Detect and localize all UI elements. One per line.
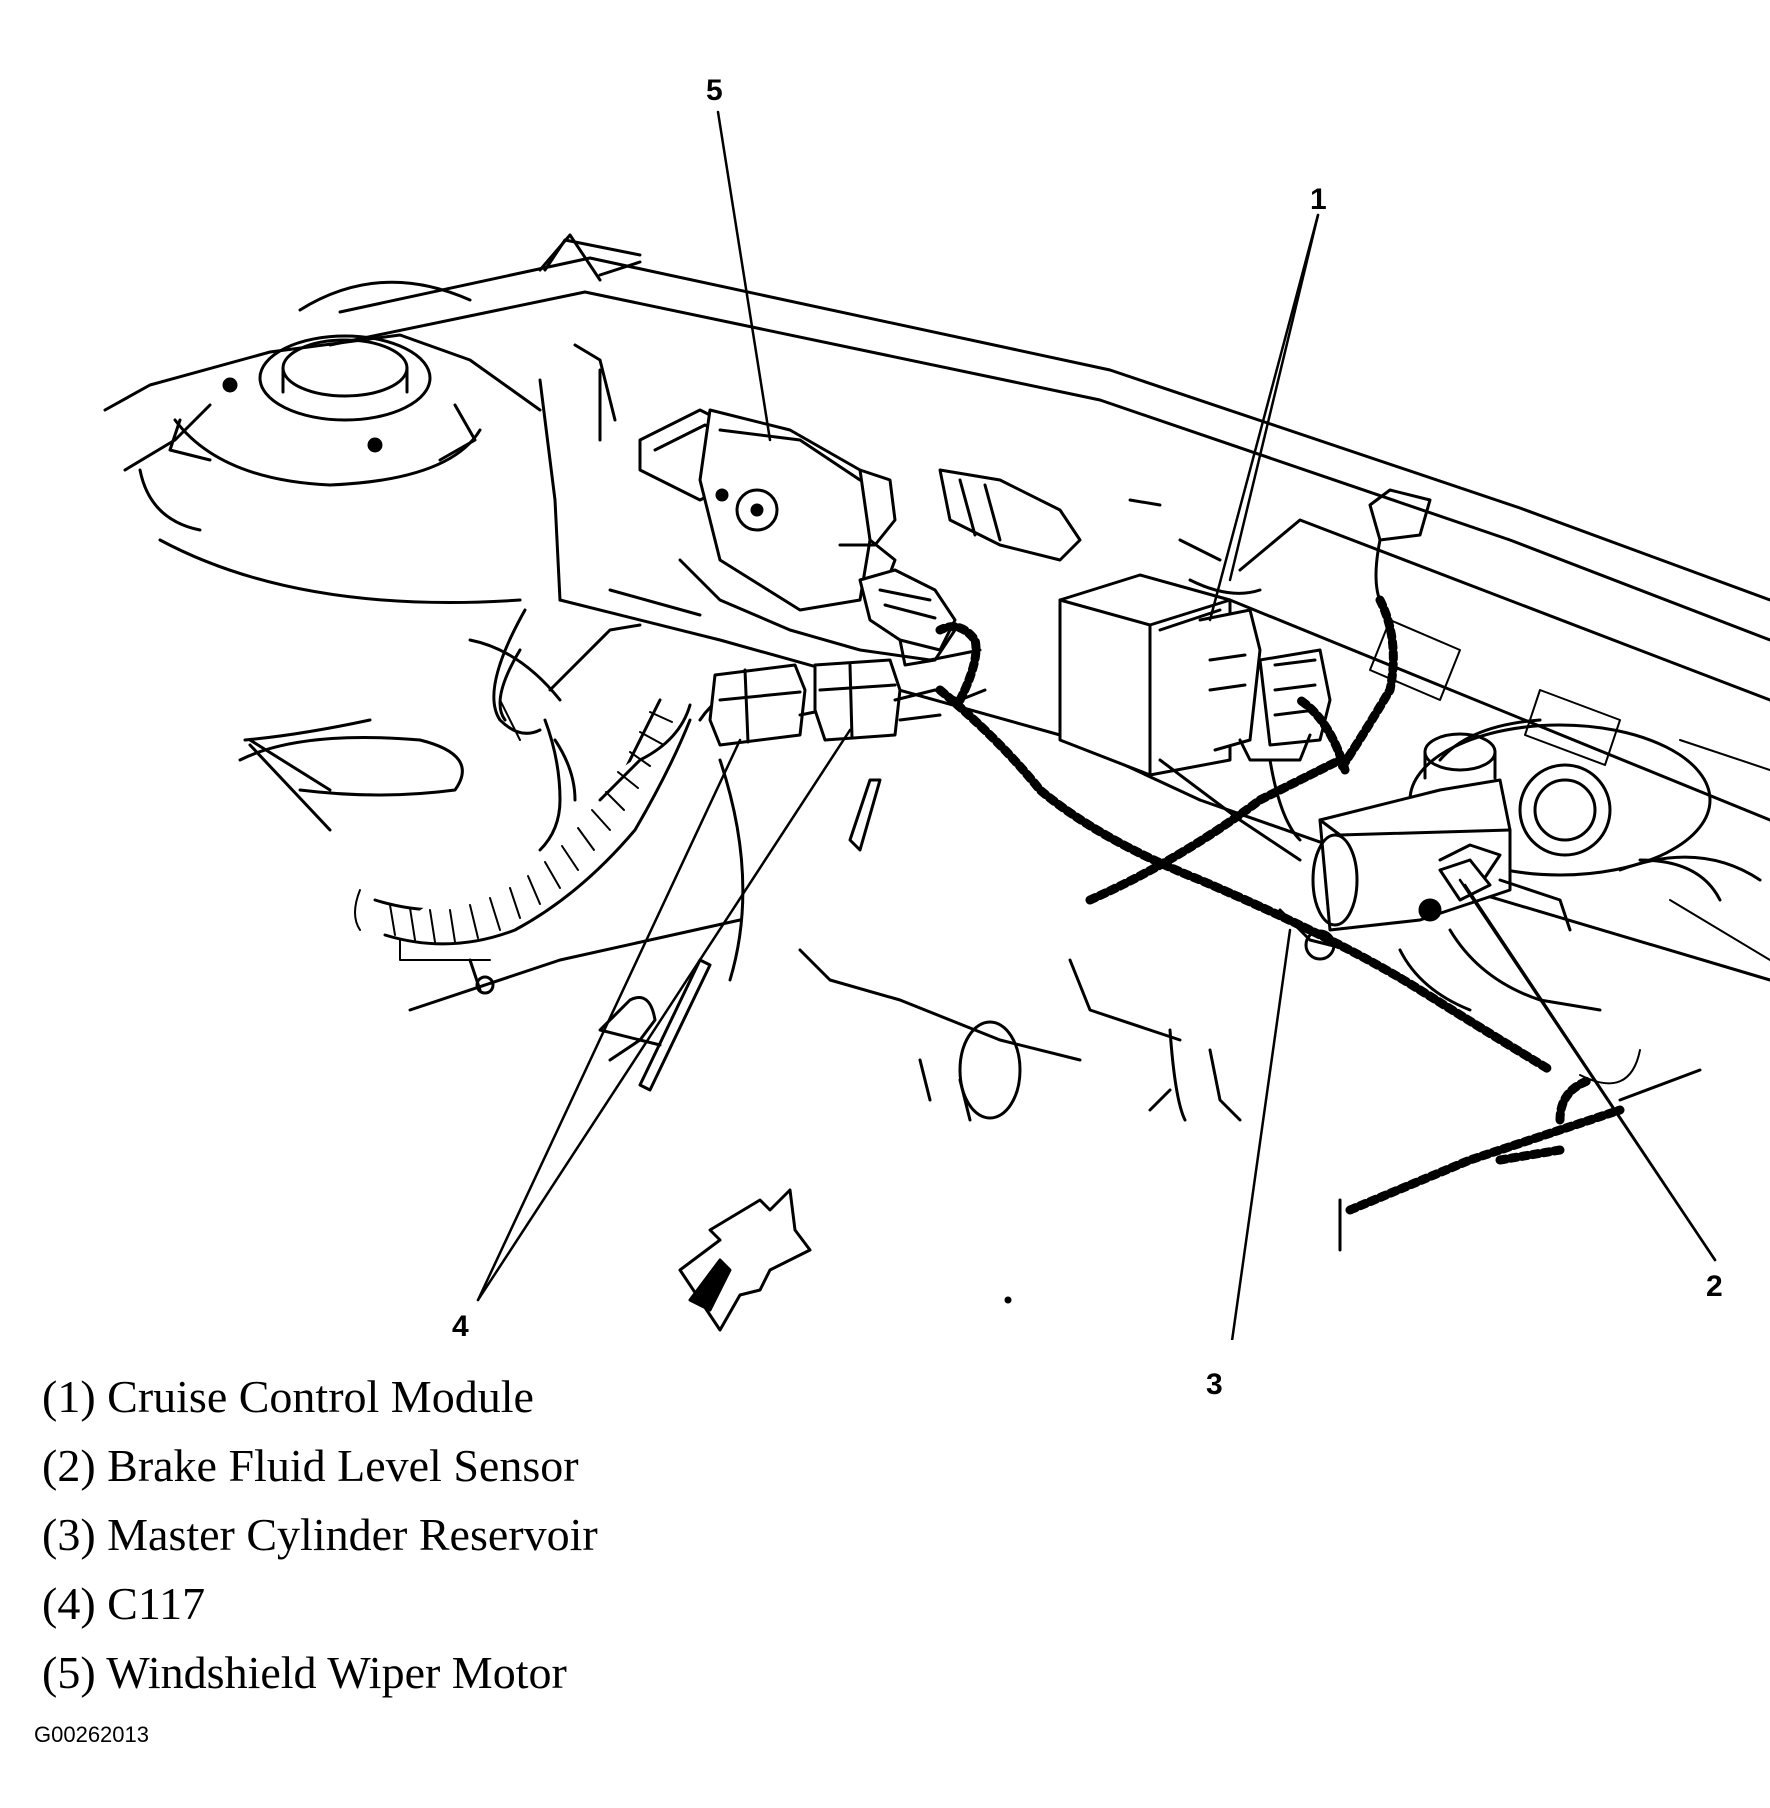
leader-lines: [476, 110, 1717, 1340]
callout-4: 4: [452, 1310, 469, 1343]
callout-5: 5: [706, 74, 723, 107]
c117-connector-drawing: [708, 658, 987, 747]
legend-item: (4) C117: [42, 1578, 206, 1629]
legend-item: (1) Cruise Control Module: [42, 1371, 534, 1422]
callout-2: 2: [1706, 1270, 1723, 1303]
component-legend: (1) Cruise Control Module (2) Brake Flui…: [42, 1362, 598, 1707]
engine-compartment-illustration: [103, 110, 1770, 1340]
fender-edges: [238, 233, 742, 1012]
callout-3: 3: [1206, 1368, 1223, 1401]
legend-item: (3) Master Cylinder Reservoir: [42, 1509, 598, 1560]
cowl-ducts: [938, 468, 1262, 595]
figure-id: G00262013: [34, 1722, 149, 1747]
ground-connector-drawing: [1368, 488, 1432, 612]
master-cylinder-drawing: [1278, 732, 1572, 961]
cowl-panel: [328, 238, 1770, 982]
cruise-module-drawing: [1058, 573, 1332, 777]
callout-1: 1: [1310, 183, 1327, 216]
legend-item: (2) Brake Fluid Level Sensor: [42, 1440, 579, 1491]
wiper-motor-drawing: [598, 368, 982, 667]
lower-body: [598, 758, 1242, 1332]
brake-booster-drawing: [1408, 718, 1770, 961]
strut-tower: [103, 333, 542, 604]
wire-looms: [935, 595, 1702, 1252]
legend-item: (5) Windshield Wiper Motor: [42, 1647, 567, 1698]
